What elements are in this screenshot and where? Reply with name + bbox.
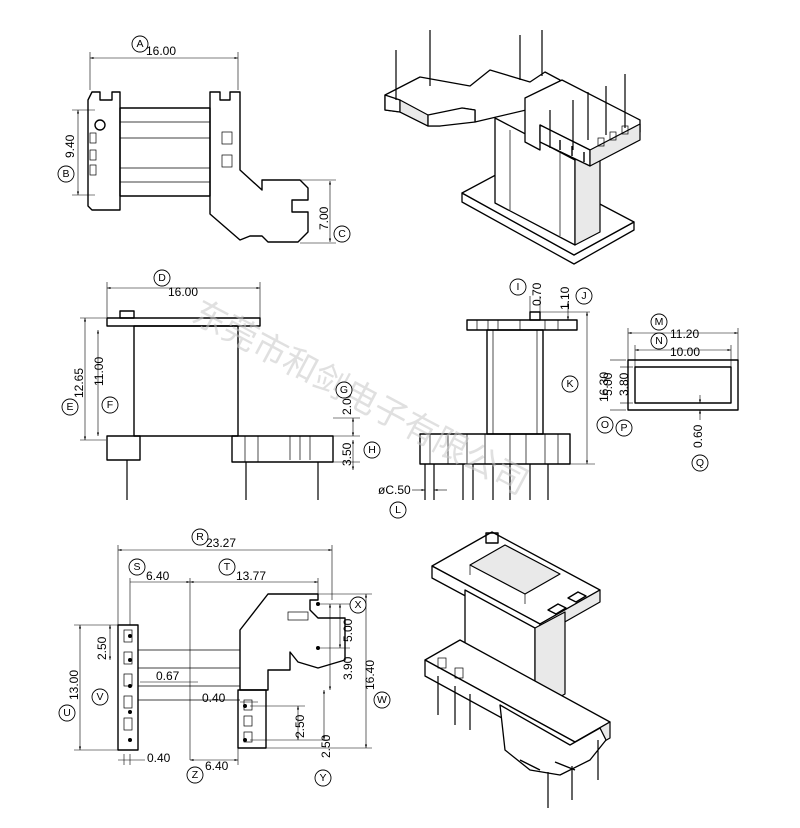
- dim-v-top-value: 2.50: [95, 636, 109, 660]
- svg-text:V: V: [96, 691, 103, 703]
- dim-o-value: 5.00: [601, 372, 615, 396]
- dim-bottom-left-value: 0.40: [147, 751, 171, 765]
- dim-e-value: 12.65: [72, 368, 86, 398]
- svg-text:G: G: [340, 384, 348, 396]
- callout-q: Q: [691, 454, 709, 472]
- svg-text:M: M: [655, 316, 664, 328]
- callout-v: V: [91, 688, 109, 706]
- dim-r-value: 23.27: [206, 536, 236, 550]
- dim-x-value: 5.00: [341, 618, 355, 642]
- core-window-view: 11.20 10.00 5.00 3.80 0.60: [601, 327, 739, 448]
- callout-w: W: [373, 691, 391, 709]
- dim-w-value: 16.40: [363, 660, 377, 690]
- dim-y3-value: 2.50: [293, 714, 307, 738]
- dim-s-value: 6.40: [146, 569, 170, 583]
- dim-k-value: 16.30: [597, 372, 611, 402]
- callout-k: K: [561, 375, 579, 393]
- callout-f: F: [101, 396, 119, 414]
- svg-text:T: T: [224, 561, 231, 573]
- callout-y: Y: [314, 769, 332, 787]
- dim-q-value: 0.60: [691, 424, 705, 448]
- callout-i: I: [509, 278, 527, 296]
- callout-c: C: [333, 225, 351, 243]
- dim-c-value: 7.00: [317, 206, 331, 230]
- callout-a: A: [131, 35, 149, 53]
- callout-t: T: [218, 558, 236, 576]
- dim-p-value: 3.80: [617, 372, 631, 396]
- dim-y1-value: 3.90: [341, 656, 355, 680]
- callout-p: P: [615, 419, 633, 437]
- callout-u: U: [58, 704, 76, 722]
- svg-text:W: W: [377, 694, 387, 706]
- svg-text:O: O: [601, 419, 609, 431]
- isometric-view-top: [384, 30, 641, 265]
- dim-h-value: 3.50: [340, 442, 354, 466]
- svg-text:K: K: [566, 378, 573, 390]
- bottom-view-footprint: 23.27 6.40 13.77: [67, 536, 377, 773]
- isometric-view-bottom: [424, 531, 611, 808]
- dim-a-value: 16.00: [146, 44, 176, 58]
- callout-z: Z: [186, 766, 204, 784]
- svg-text:D: D: [158, 272, 166, 284]
- callout-e: E: [61, 398, 79, 416]
- dim-l-value: øC.50: [378, 483, 411, 497]
- svg-text:F: F: [107, 399, 113, 411]
- callout-h: H: [363, 441, 381, 459]
- dim-j-value: 1.10: [558, 286, 572, 310]
- svg-text:Q: Q: [696, 457, 704, 469]
- callout-s: S: [128, 558, 146, 576]
- svg-text:X: X: [354, 599, 361, 611]
- svg-text:R: R: [196, 531, 204, 543]
- dim-d-value: 16.00: [168, 285, 198, 299]
- dim-y4-value: 2.50: [319, 734, 333, 758]
- svg-text:Y: Y: [319, 772, 326, 784]
- callout-o: O: [596, 416, 614, 434]
- svg-text:E: E: [66, 401, 73, 413]
- svg-text:A: A: [136, 38, 143, 50]
- top-view: 16.00 9.40 7.00: [63, 44, 336, 244]
- dim-u-value: 13.00: [67, 670, 81, 700]
- svg-text:U: U: [63, 707, 71, 719]
- dim-b-value: 9.40: [63, 134, 77, 158]
- callout-r: R: [191, 528, 209, 546]
- svg-text:P: P: [620, 422, 627, 434]
- callout-b: B: [57, 165, 75, 183]
- callout-d: D: [153, 269, 171, 287]
- callout-j: J: [575, 287, 593, 305]
- callout-x: X: [349, 596, 367, 614]
- svg-text:B: B: [62, 168, 69, 180]
- callout-g: G: [335, 381, 353, 399]
- svg-text:Z: Z: [192, 769, 199, 781]
- dim-z-value: 6.40: [205, 759, 229, 773]
- svg-text:S: S: [133, 561, 140, 573]
- dim-i-value: 0.70: [530, 282, 544, 306]
- svg-text:N: N: [655, 335, 663, 347]
- side-view-left: 16.00 12.65 11.00 2.00 3.50: [72, 282, 360, 500]
- side-view-front: 0.70 1.10 16.30 øC.50: [378, 282, 611, 500]
- svg-text:L: L: [395, 504, 401, 516]
- callout-l: L: [389, 501, 407, 519]
- svg-text:J: J: [581, 290, 586, 302]
- dim-f-value: 11.00: [92, 357, 106, 386]
- dim-y2-value: 0.40: [202, 691, 226, 705]
- dim-t-value: 13.77: [236, 569, 266, 583]
- dim-v-value: 0.67: [156, 669, 180, 683]
- svg-text:C: C: [338, 228, 346, 240]
- dim-m-value: 11.20: [670, 327, 699, 341]
- svg-text:I: I: [517, 281, 520, 293]
- callout-n: N: [650, 332, 668, 350]
- dim-n-value: 10.00: [670, 345, 700, 359]
- callout-m: M: [650, 313, 668, 331]
- svg-text:H: H: [368, 444, 376, 456]
